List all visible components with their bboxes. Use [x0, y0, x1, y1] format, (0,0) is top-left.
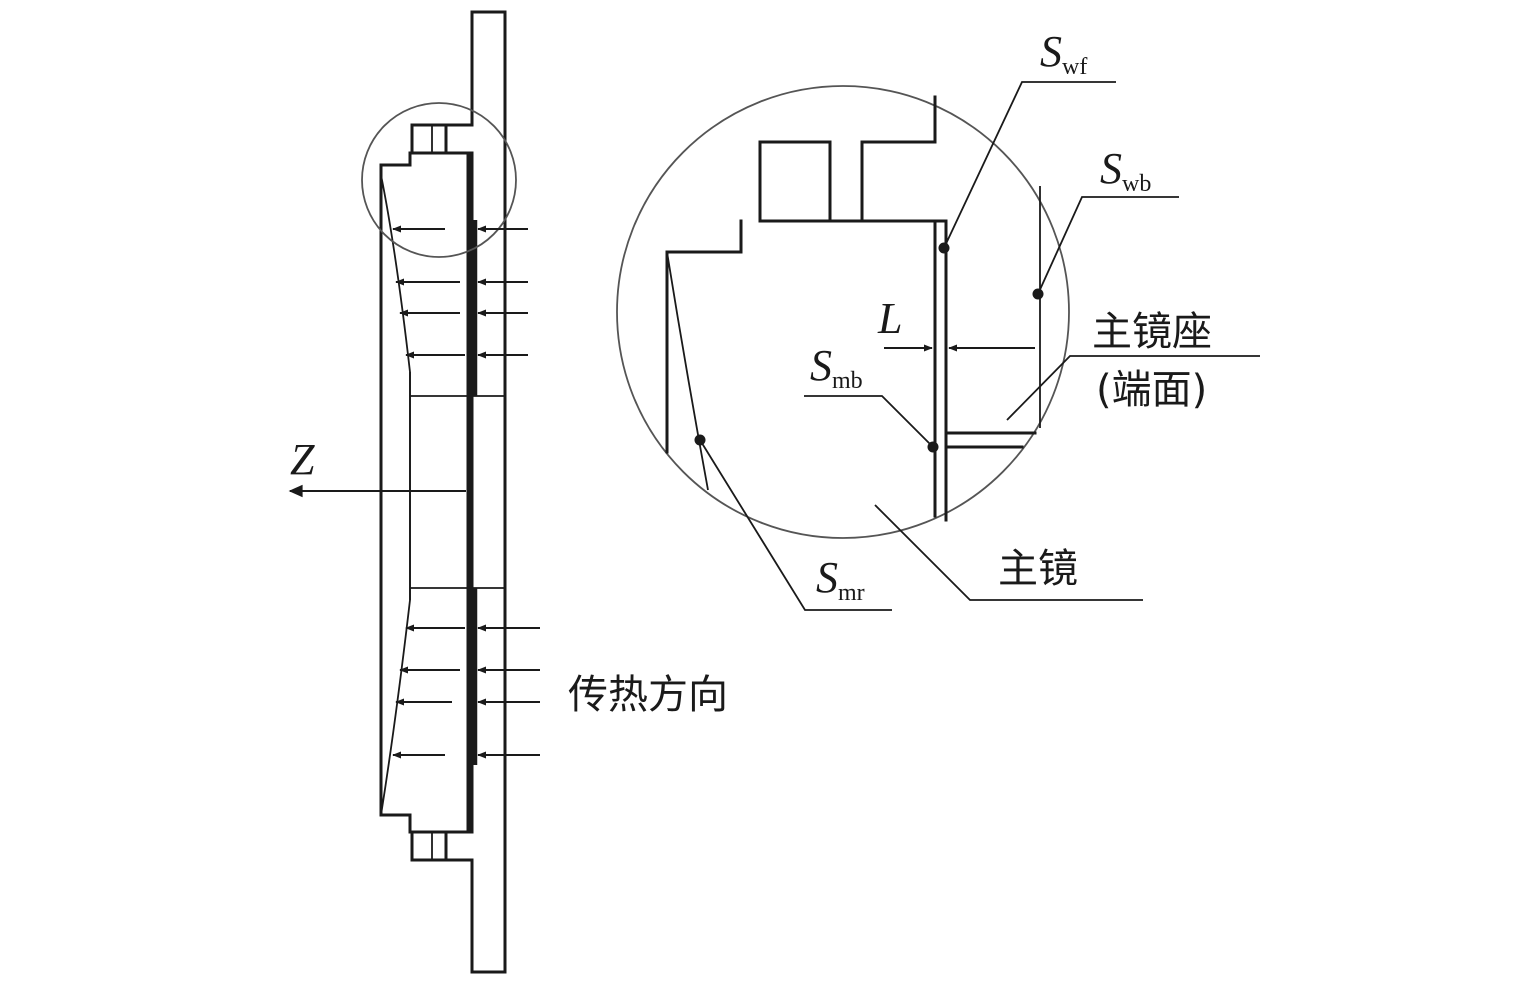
- label-smr: Smr: [816, 553, 865, 606]
- heat-arrows-bottom: [392, 624, 540, 759]
- heat-arrows-top: [392, 225, 528, 359]
- z-axis-label: Z: [290, 435, 315, 484]
- label-mirror-seat-endface: (端面): [1096, 367, 1207, 413]
- main-assembly: Z 传热方向: [288, 10, 728, 974]
- leader-smb: [804, 395, 934, 448]
- leader-mirror: [874, 504, 1143, 601]
- leader-mirror-seat: [1006, 355, 1260, 421]
- label-swf: Swf: [1040, 27, 1087, 80]
- heat-direction-label: 传热方向: [568, 672, 728, 718]
- detail-circle-small: [361, 102, 517, 258]
- leader-swf: [943, 81, 1116, 249]
- detail-spacer: [758, 140, 832, 223]
- gap-label: L: [877, 294, 902, 343]
- detail-circle-large: [616, 85, 1070, 539]
- bottom-spacer: [410, 830, 448, 862]
- mirror-front-surface: [380, 174, 411, 816]
- label-mirror: 主镜: [998, 546, 1078, 592]
- detail-mirror-body: [665, 219, 743, 454]
- detail-view: L Swf Swb Smb Smr 主镜座 (端面) 主镜: [616, 27, 1260, 611]
- label-smb: Smb: [810, 341, 863, 394]
- top-spacer: [410, 123, 448, 155]
- label-swb: Swb: [1100, 144, 1151, 197]
- label-mirror-seat: 主镜座: [1092, 309, 1212, 355]
- leader-smr: [699, 439, 892, 611]
- leader-swb: [1037, 196, 1179, 295]
